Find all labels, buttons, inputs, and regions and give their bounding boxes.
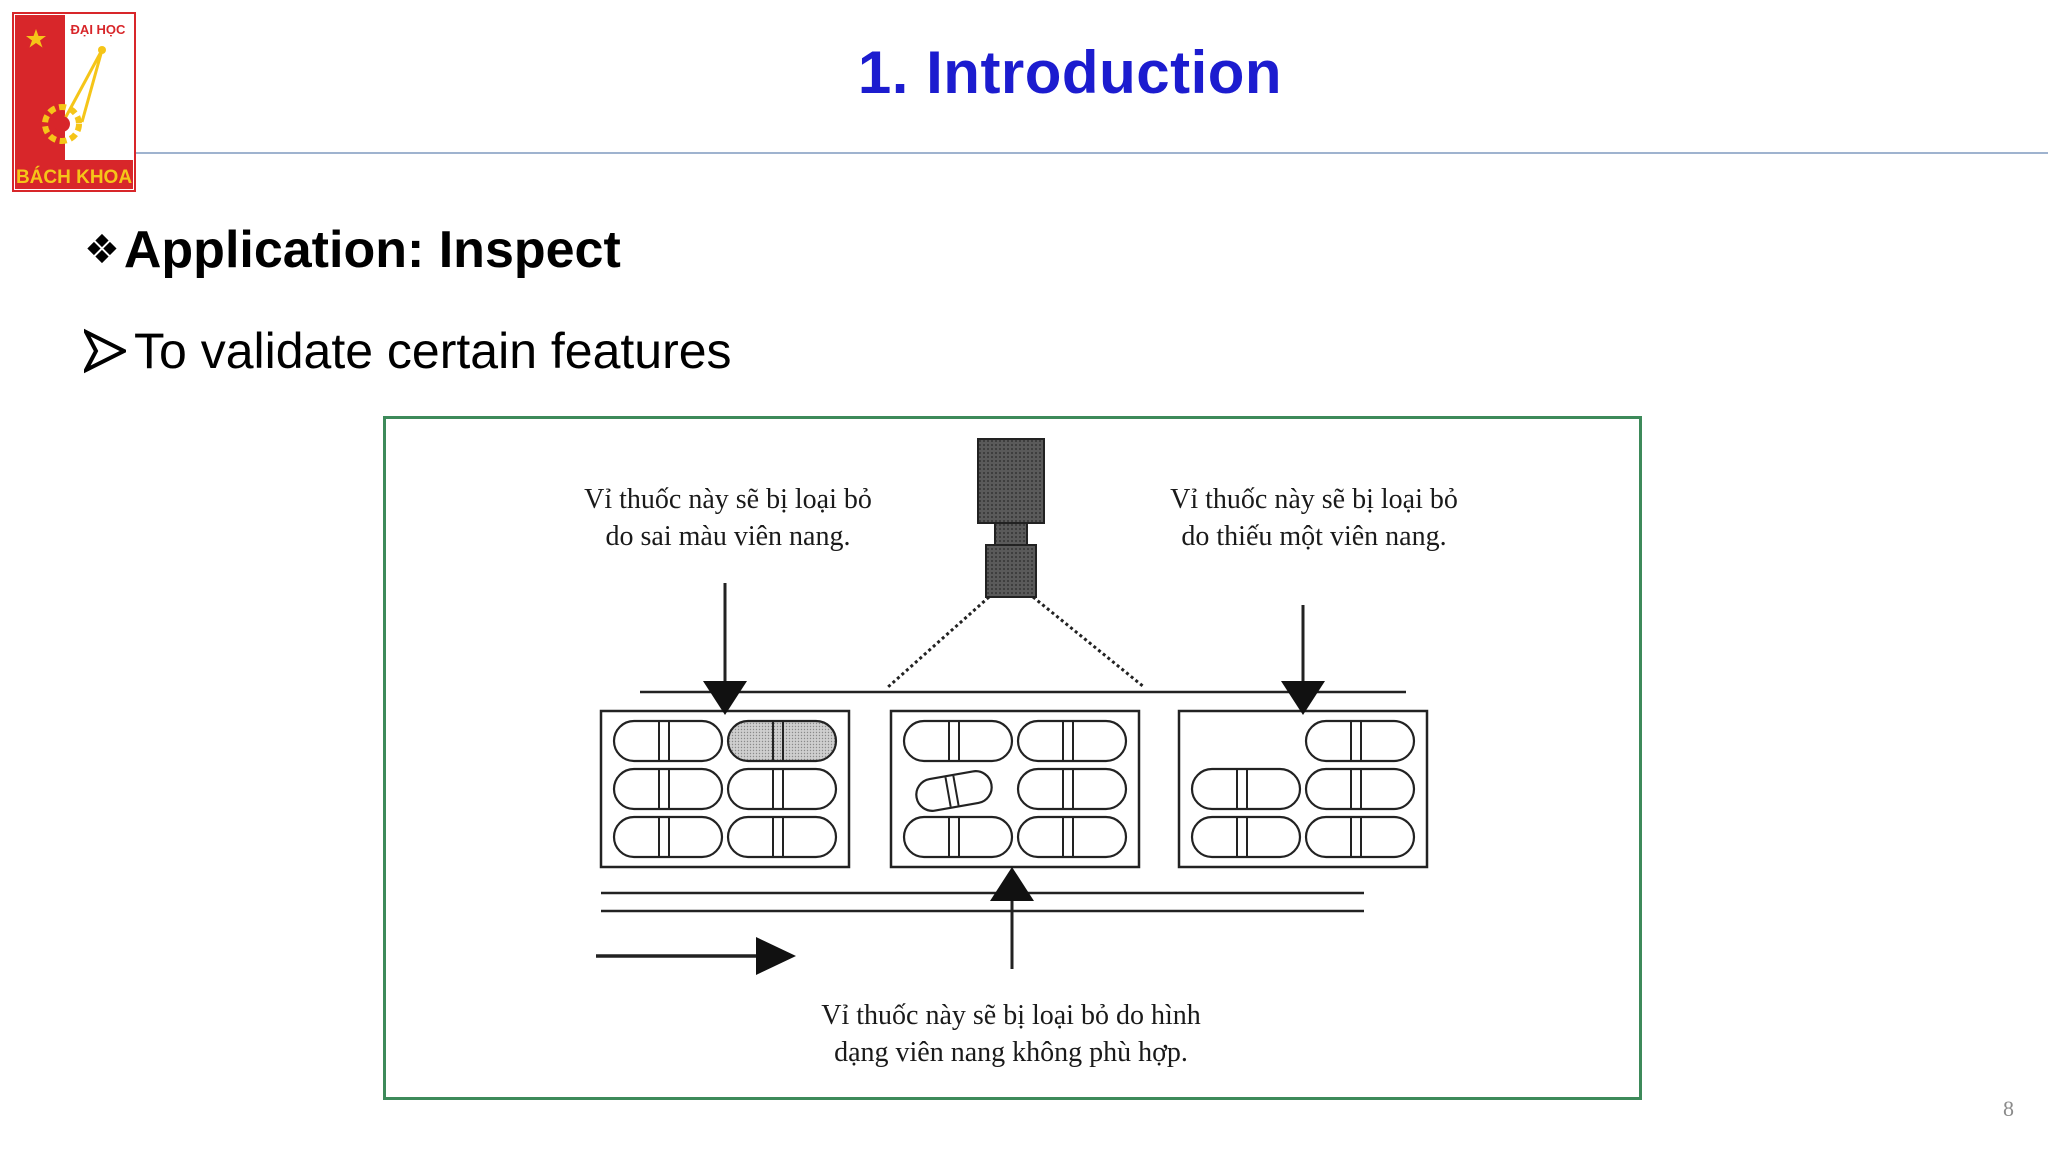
- arrowhead-icon: [84, 328, 126, 374]
- caption-left-line1: Vỉ thuốc này sẽ bị loại bỏ: [584, 484, 872, 515]
- caption-right-line1: Vỉ thuốc này sẽ bị loại bỏ: [1170, 484, 1458, 515]
- slide-title: 1. Introduction: [857, 39, 1283, 106]
- diamond-cluster-icon: ❖: [84, 227, 120, 273]
- blister-pack-wrong-color: [599, 709, 851, 869]
- star-icon: [26, 29, 46, 48]
- caption-bottom-line2: dạng viên nang không phù hợp.: [834, 1037, 1188, 1068]
- sub-bullet: To validate certain features: [84, 322, 732, 380]
- caption-left-line2: do sai màu viên nang.: [606, 521, 851, 552]
- inspection-diagram: Vỉ thuốc này sẽ bị loại bỏ do sai màu vi…: [383, 416, 1642, 1100]
- sub-bullet-text: To validate certain features: [134, 323, 732, 379]
- arrow-up-bottom: [990, 867, 1034, 969]
- arrow-down-left: [703, 583, 747, 715]
- gear-icon: [42, 104, 82, 144]
- diagram-drawing: Vỉ thuốc này sẽ bị loại bỏ do sai màu vi…: [584, 438, 1458, 1068]
- blister-pack-wrong-shape: [889, 709, 1141, 869]
- title-divider: [136, 152, 2048, 154]
- caption-right-line2: do thiếu một viên nang.: [1181, 521, 1446, 552]
- arrow-down-right: [1281, 605, 1325, 715]
- university-logo: ĐẠI HỌC BÁCH KHOA: [12, 12, 136, 192]
- camera-icon: [977, 438, 1045, 598]
- logo-bottom-text: BÁCH KHOA: [16, 166, 132, 188]
- caption-bottom-line1: Vỉ thuốc này sẽ bị loại bỏ do hình: [821, 1000, 1201, 1031]
- blister-pack-missing-capsule: [1177, 709, 1429, 869]
- logo-top-text: ĐẠI HỌC: [71, 22, 127, 37]
- main-bullet-text: Application: Inspect: [123, 221, 621, 279]
- main-bullet: ❖ Application: Inspect: [84, 220, 621, 280]
- conveyor-direction-arrow: [596, 937, 796, 975]
- page-number: 8: [2003, 1096, 2014, 1121]
